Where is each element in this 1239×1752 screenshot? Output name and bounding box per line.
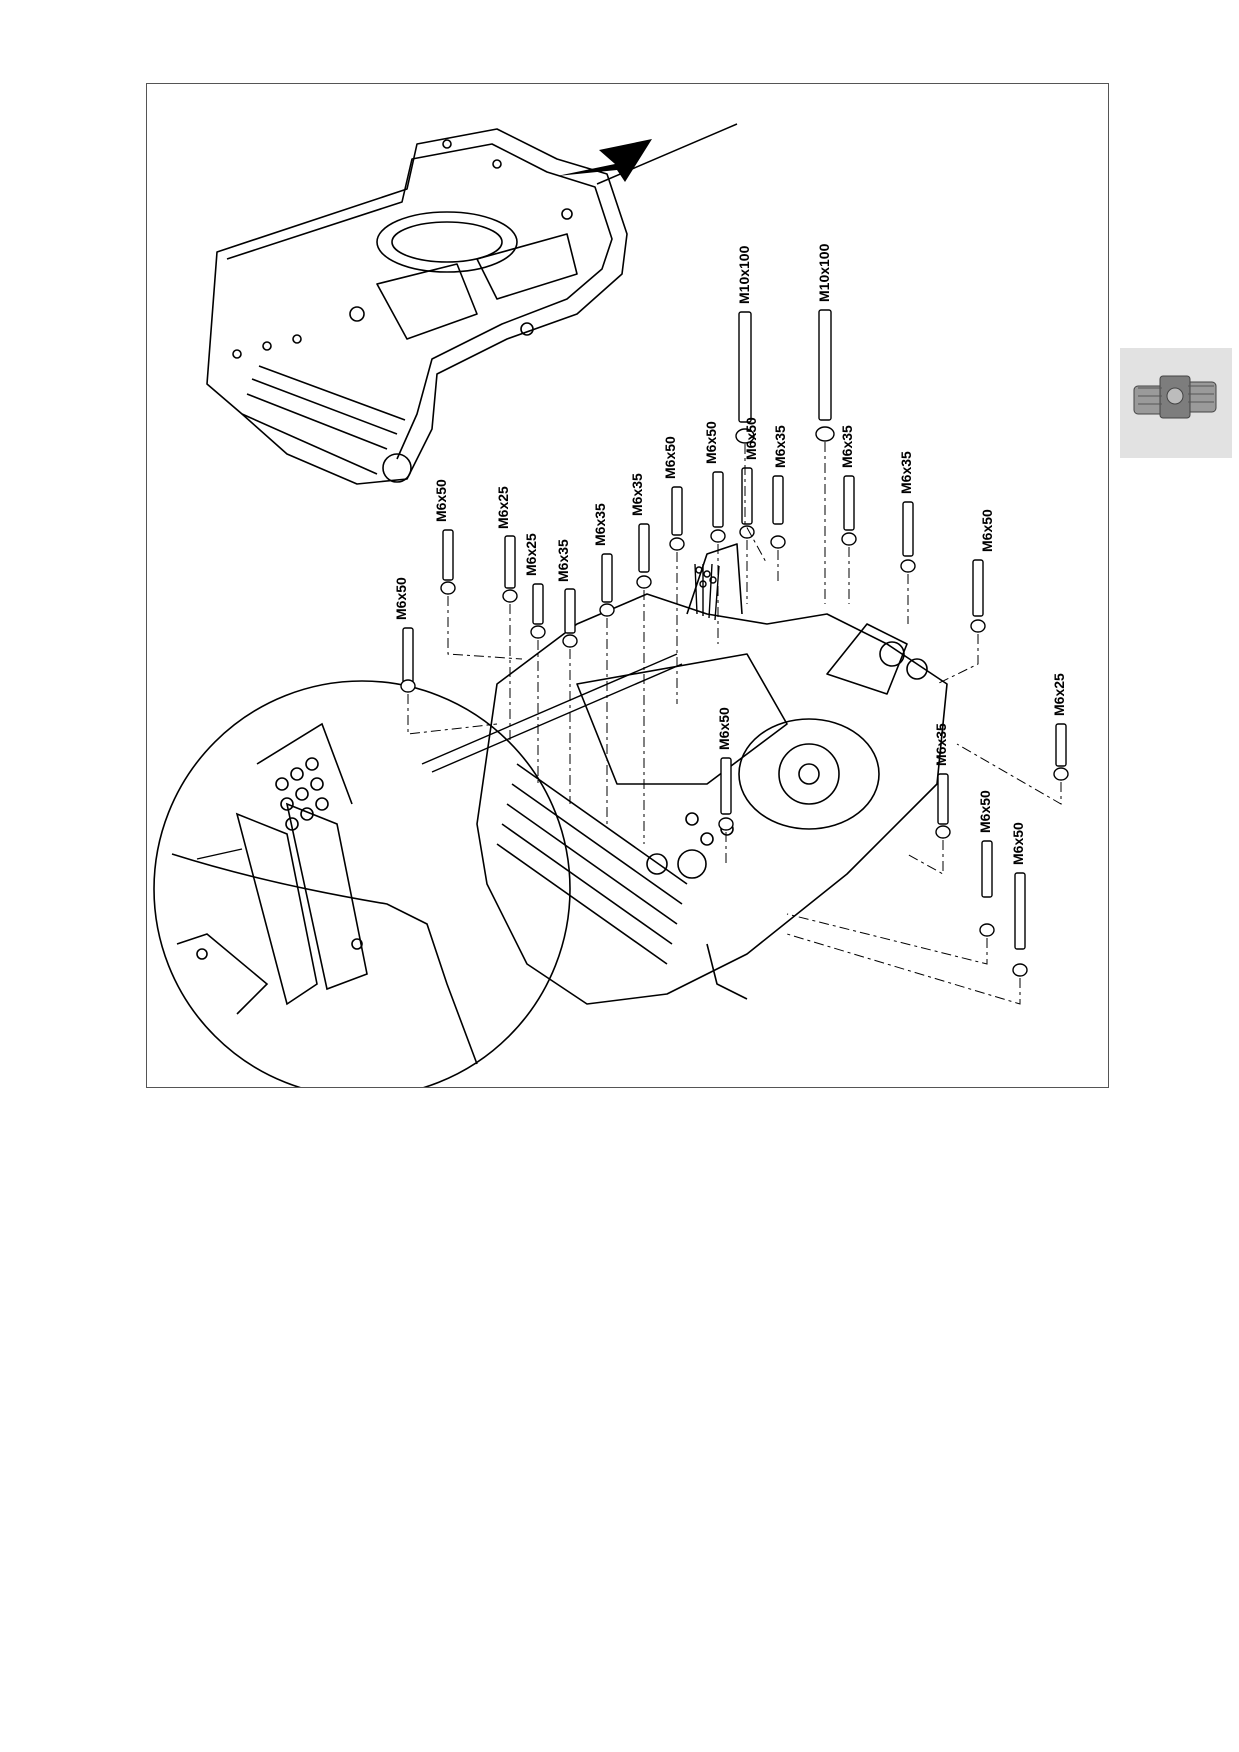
bolt-b5: [562, 588, 578, 648]
bolt-b14: [735, 311, 755, 444]
bolt-label-b13: M6x35: [898, 451, 914, 494]
figure-frame: M6x50 M6x50 M6x25 M6x25 M6x35 M6x35 M6x3…: [146, 83, 1109, 1098]
bolt-label-b5: M6x35: [555, 539, 571, 582]
bolt-label-b8: M6x50: [662, 436, 678, 479]
upper-crankcase-half: [206, 128, 628, 485]
exploded-view-diagram: M6x50 M6x50 M6x25 M6x25 M6x35 M6x35 M6x3…: [153, 123, 1069, 1098]
bolt-b7: [636, 523, 652, 589]
bolt-label-b17: M6x25: [1051, 673, 1067, 716]
detail-callout: [153, 653, 683, 1098]
bolt-b2: [440, 529, 456, 595]
bolt-b15: [815, 309, 835, 442]
bolt-label-b11: M6x35: [772, 425, 788, 468]
bolt-label-b6: M6x35: [592, 503, 608, 546]
bolt-label-b18: M6x50: [716, 707, 732, 750]
bolt-b1: [400, 627, 416, 693]
bolt-b12: [841, 475, 857, 546]
bolt-label-b10: M6x50: [743, 417, 759, 460]
section-tab: [1120, 348, 1232, 458]
bolt-b16: [970, 559, 986, 633]
lower-crankcase-half: [476, 543, 948, 1005]
bolt-label-b20: M6x50: [977, 790, 993, 833]
engine-icon: [1133, 375, 1217, 419]
bolt-b8: [669, 486, 685, 551]
bolt-labels: M6x50 M6x50 M6x25 M6x25 M6x35 M6x35 M6x3…: [393, 243, 1067, 865]
bolt-b13: [900, 501, 916, 573]
bolt-b21: [1012, 872, 1028, 977]
bolt-b19: [935, 773, 951, 839]
bolt-b6: [599, 553, 615, 617]
bolt-label-b16: M6x50: [979, 509, 995, 552]
bolt-label-b14: M10x100: [736, 245, 752, 304]
bolt-b9: [710, 471, 726, 543]
bolt-label-b1: M6x50: [393, 577, 409, 620]
bolt-label-b2: M6x50: [433, 479, 449, 522]
bolt-label-b19: M6x35: [933, 723, 949, 766]
bolt-b11: [770, 475, 786, 549]
leader-lines: [407, 442, 1062, 1005]
gasket-arrow: [557, 123, 738, 185]
bolt-label-b15: M10x100: [816, 243, 832, 302]
bolts: [400, 309, 1069, 977]
bolt-b4: [530, 583, 546, 639]
bolt-b20: [979, 840, 995, 937]
bolt-label-b21: M6x50: [1010, 822, 1026, 865]
bolt-b3: [502, 535, 518, 603]
bolt-b18: [718, 757, 734, 831]
bolt-label-b3: M6x25: [495, 486, 511, 529]
bolt-label-b12: M6x35: [839, 425, 855, 468]
bolt-b17: [1053, 723, 1069, 781]
bolt-label-b9: M6x50: [703, 421, 719, 464]
timing-chain: [694, 563, 720, 621]
bolt-label-b4: M6x25: [523, 533, 539, 576]
bolt-label-b7: M6x35: [629, 473, 645, 516]
